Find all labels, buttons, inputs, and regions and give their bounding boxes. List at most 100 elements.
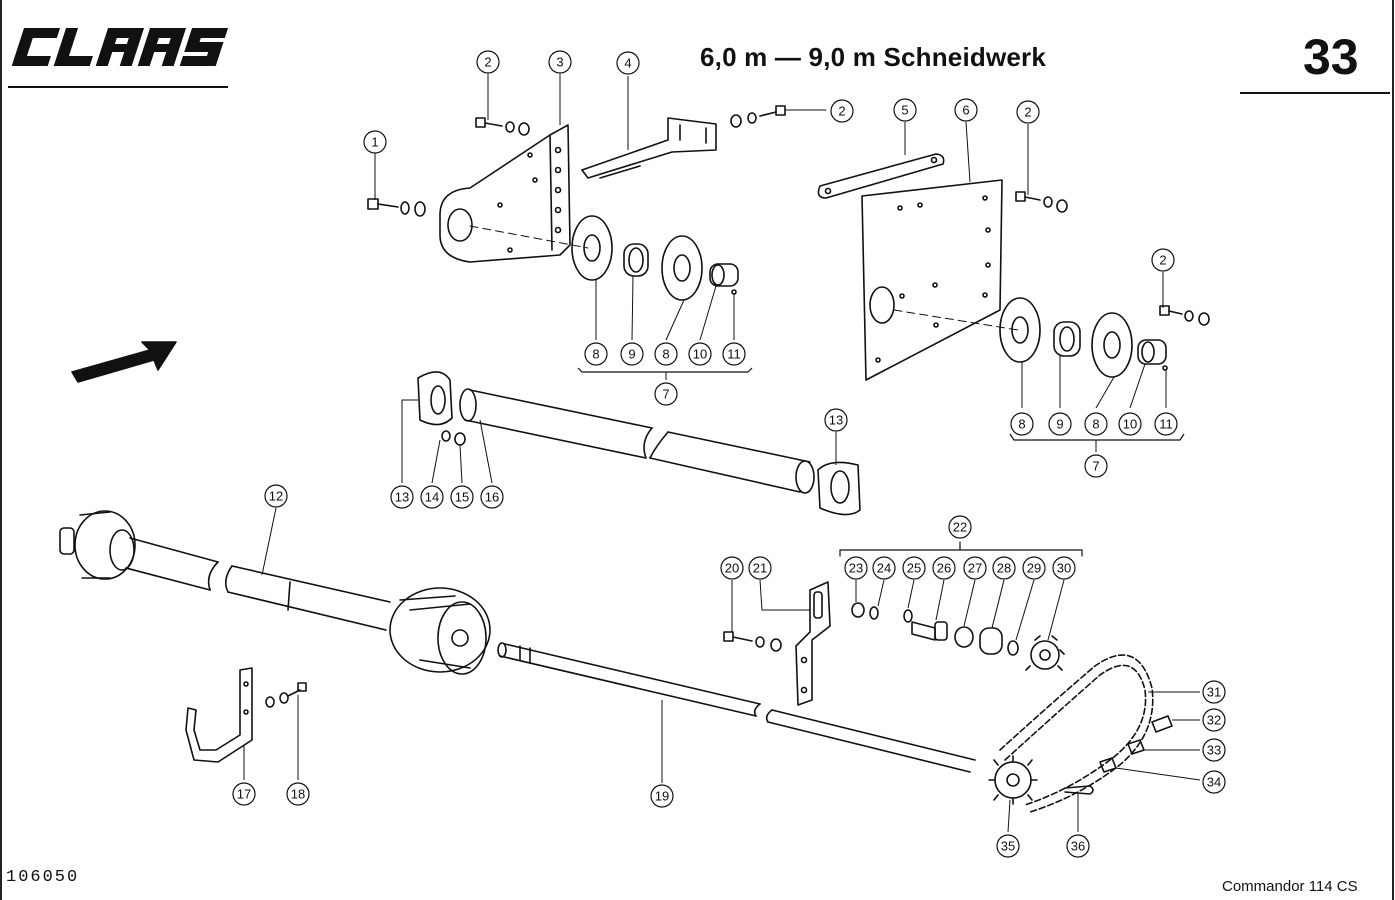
callout-circle-7 <box>654 382 678 406</box>
callout-circle-25 <box>902 556 926 580</box>
header-rule-right <box>1240 92 1390 94</box>
callout-circle-17 <box>232 782 256 806</box>
callout-circle-14 <box>420 485 444 509</box>
callout-circle-7 <box>1084 454 1108 478</box>
callout-label-18: 18 <box>291 787 305 802</box>
callout-circle-21 <box>748 556 772 580</box>
callout-label-10: 10 <box>1123 417 1137 432</box>
callout-label-21: 21 <box>753 561 767 576</box>
flange-13-right <box>817 461 861 516</box>
bearing-set-right <box>999 297 1168 378</box>
callout-circle-1 <box>363 130 387 154</box>
callout-label-7: 7 <box>1092 459 1099 474</box>
callout-label-30: 30 <box>1057 561 1071 576</box>
callout-label-31: 31 <box>1207 685 1221 700</box>
callout-label-29: 29 <box>1027 561 1041 576</box>
callout-circle-32 <box>1202 708 1226 732</box>
callout-label-11: 11 <box>1159 417 1173 432</box>
callout-circle-10 <box>688 342 712 366</box>
callout-label-16: 16 <box>485 490 499 505</box>
callout-circle-9 <box>1048 412 1072 436</box>
hub-parts-22 <box>851 602 1065 671</box>
callout-circle-2 <box>830 99 854 123</box>
callout-circle-31 <box>1202 680 1226 704</box>
callout-circle-5 <box>893 98 917 122</box>
callout-circle-35 <box>996 834 1020 858</box>
strap-5 <box>817 153 945 199</box>
bolt-18 <box>265 682 307 708</box>
callout-label-33: 33 <box>1207 743 1221 758</box>
callout-label-2: 2 <box>1159 253 1166 268</box>
bearing-set-left <box>571 215 739 301</box>
callout-label-8: 8 <box>662 347 669 362</box>
callout-circle-20 <box>720 556 744 580</box>
callout-label-3: 3 <box>556 55 563 70</box>
callout-circle-30 <box>1052 556 1076 580</box>
callout-circle-29 <box>1022 556 1046 580</box>
bolt-1 <box>367 198 426 217</box>
callout-label-9: 9 <box>628 347 635 362</box>
drive-shaft-12 <box>59 510 491 675</box>
callout-circle-23 <box>844 556 868 580</box>
callout-circle-10 <box>1118 412 1142 436</box>
page-title: 6,0 m — 9,0 m Schneidwerk <box>700 42 1047 72</box>
callout-circle-2 <box>476 50 500 74</box>
shaft-19 <box>497 642 976 773</box>
callout-label-19: 19 <box>655 789 669 804</box>
roller-chain-31 <box>999 654 1154 813</box>
callout-circle-28 <box>992 556 1016 580</box>
callout-label-22: 22 <box>953 520 967 535</box>
bolt-2d <box>1159 305 1210 326</box>
callout-label-12: 12 <box>269 489 283 504</box>
callout-label-2: 2 <box>838 104 845 119</box>
callout-circle-34 <box>1202 770 1226 794</box>
callout-label-14: 14 <box>425 490 439 505</box>
page-number: 33 <box>1303 29 1359 85</box>
tube-16 <box>459 388 815 494</box>
callout-label-20: 20 <box>725 561 739 576</box>
callout-circle-22 <box>948 515 972 539</box>
bolt-2a <box>475 117 530 136</box>
callout-circle-8 <box>584 342 608 366</box>
callout-label-8: 8 <box>1092 417 1099 432</box>
callout-circle-2 <box>1016 100 1040 124</box>
callout-label-24: 24 <box>877 561 891 576</box>
callout-circle-2 <box>1151 248 1175 272</box>
callout-circle-9 <box>620 342 644 366</box>
callout-circle-11 <box>722 342 746 366</box>
callout-circle-24 <box>872 556 896 580</box>
callout-circle-13 <box>390 485 414 509</box>
cotter-pin-36 <box>1064 785 1094 795</box>
callout-label-5: 5 <box>901 103 908 118</box>
callout-label-26: 26 <box>937 561 951 576</box>
callout-circle-12 <box>264 484 288 508</box>
direction-arrow <box>71 341 177 383</box>
chain-links <box>1099 715 1173 773</box>
callout-label-10: 10 <box>693 347 707 362</box>
callout-label-32: 32 <box>1207 713 1221 728</box>
bolt-2b <box>730 105 786 128</box>
left-border <box>0 0 2 900</box>
callout-label-8: 8 <box>592 347 599 362</box>
callout-circle-8 <box>654 342 678 366</box>
bolt-20 <box>723 631 782 652</box>
hook-bracket-17 <box>185 667 253 763</box>
callout-label-15: 15 <box>455 490 469 505</box>
callout-circle-8 <box>1084 412 1108 436</box>
callout-label-13: 13 <box>829 413 843 428</box>
model-name: Commandor 114 CS <box>1222 878 1358 895</box>
callout-circle-19 <box>650 784 674 808</box>
callout-label-23: 23 <box>849 561 863 576</box>
callout-circle-13 <box>824 408 848 432</box>
callout-label-4: 4 <box>624 56 631 71</box>
callout-label-35: 35 <box>1001 839 1015 854</box>
strap-bracket-4 <box>581 117 717 179</box>
washer-14 <box>441 430 451 442</box>
bolt-2c <box>1015 191 1068 213</box>
callout-label-7: 7 <box>662 387 669 402</box>
callout-label-9: 9 <box>1056 417 1063 432</box>
callout-circle-27 <box>963 556 987 580</box>
side-plate-right <box>861 179 1003 381</box>
claas-logo <box>11 28 229 66</box>
